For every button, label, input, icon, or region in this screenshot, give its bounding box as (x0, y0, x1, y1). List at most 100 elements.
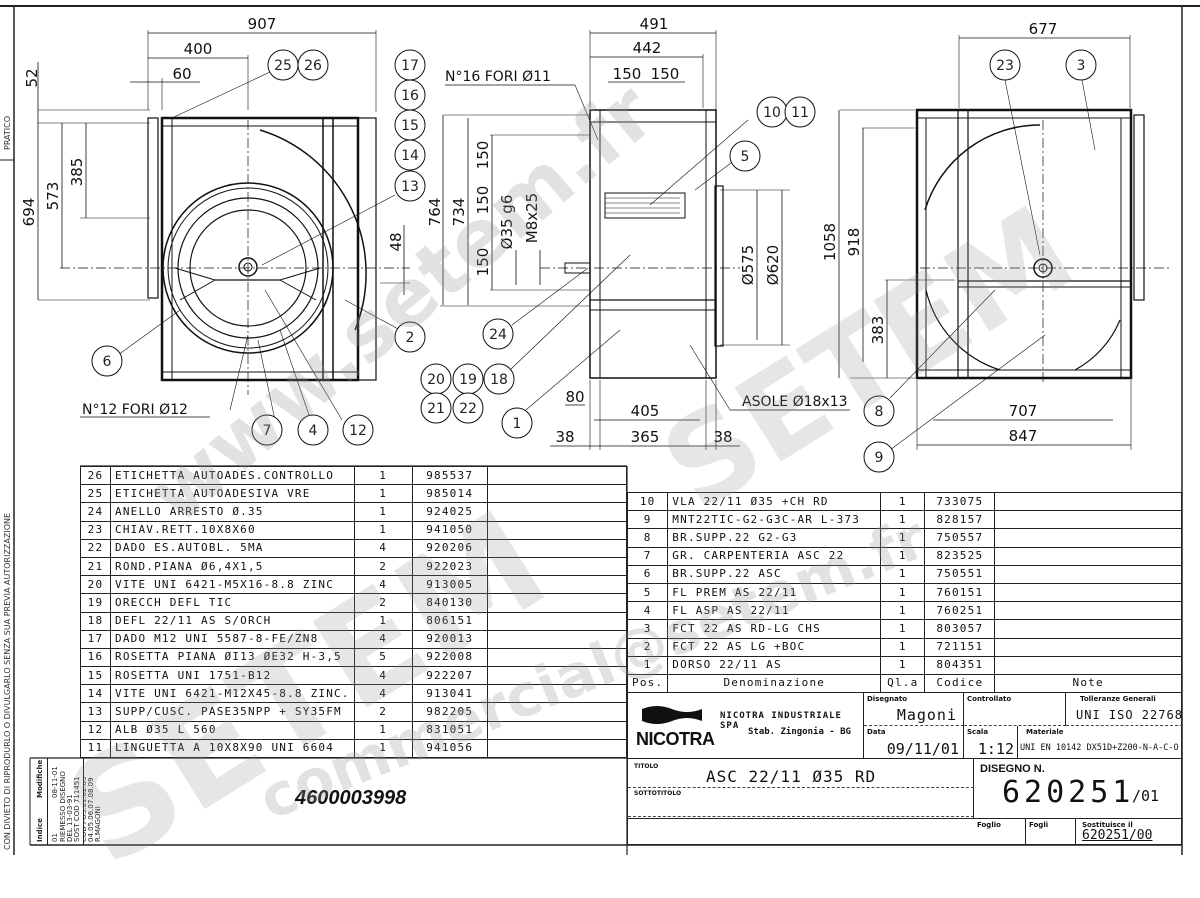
bom-name: ROSETTA UNI 1751-B12 (110, 666, 355, 686)
bom-qty: 2 (353, 702, 413, 722)
bom-code: 920013 (411, 629, 488, 649)
bom-pos: 6 (626, 564, 669, 584)
checked-cell: Controllato (964, 693, 1066, 726)
svg-text:4: 4 (309, 423, 318, 439)
bom-note (994, 637, 1182, 657)
bom-code: 721151 (924, 637, 996, 657)
bom-note (994, 510, 1182, 530)
material-cell: Materiale UNI EN 10142 DX51D+Z200-N-A-C-… (1018, 726, 1183, 759)
svg-text:60: 60 (172, 65, 191, 83)
svg-text:23: 23 (996, 58, 1014, 74)
bom-pos: 19 (80, 593, 111, 613)
svg-text:19: 19 (459, 372, 477, 388)
bom-note (994, 582, 1182, 603)
svg-text:CON DIVIETO DI RIPRODURLO O DI: CON DIVIETO DI RIPRODURLO O DIVULGARLO S… (3, 513, 12, 850)
bom-code: 922207 (411, 666, 488, 686)
svg-text:383: 383 (869, 316, 887, 345)
bom-name: SUPP/CUSC. PASE35NPP + SY35FM (110, 702, 355, 722)
bom-name: DADO ES.AUTOBL. 5MA (110, 538, 355, 558)
bom-name: VITE UNI 6421-M12X45-8.8 ZINC. (110, 684, 355, 704)
bom-pos: 5 (626, 582, 669, 603)
bom-code: 922023 (411, 556, 488, 577)
svg-text:150: 150 (474, 141, 492, 170)
bom-code: 922008 (411, 647, 488, 668)
bom-name: FCT 22 AS RD-LG CHS (667, 619, 882, 639)
logo-area: NICOTRA NICOTRA INDUSTRIALE SPA Stab. Zi… (628, 693, 864, 759)
svg-text:48: 48 (387, 232, 405, 251)
svg-text:R.MAGONI: R.MAGONI (94, 806, 102, 842)
drawn-by-value: Magoni (896, 706, 957, 724)
nicotra-logo-text: NICOTRA (636, 729, 715, 749)
bom-qty: 1 (353, 611, 413, 631)
bom-qty: 1 (353, 520, 413, 540)
svg-text:707: 707 (1009, 402, 1038, 420)
svg-text:10: 10 (763, 105, 781, 121)
bom-qty: 1 (880, 491, 926, 512)
bom-qty: 1 (880, 655, 926, 675)
svg-text:08-11-01: 08-11-01 (51, 766, 59, 798)
order-number: 4600003998 (295, 787, 407, 809)
scale-cell: Scala 1:12 (964, 726, 1018, 759)
svg-text:18: 18 (490, 372, 508, 388)
svg-text:15: 15 (401, 118, 419, 134)
svg-text:150: 150 (613, 65, 642, 83)
sheet-cell: Foglio (974, 819, 1026, 844)
bom-blank (486, 484, 628, 504)
bom-qty: 1 (353, 738, 413, 759)
bom-blank (486, 666, 628, 686)
svg-text:24: 24 (489, 327, 507, 343)
bom-name: ROSETTA PIANA ØI13 ØE32 H-3,5 (110, 647, 355, 668)
side-view (440, 30, 850, 450)
svg-text:8: 8 (875, 404, 884, 420)
svg-text:DEL 13-03-91: DEL 13-03-91 (66, 794, 74, 842)
svg-text:Ø620: Ø620 (764, 245, 782, 285)
dim-907: 907 (248, 15, 277, 33)
bom-pos: 14 (80, 684, 111, 704)
title-value: ASC 22/11 Ø35 RD (706, 767, 877, 786)
bom-pos: 26 (80, 465, 111, 486)
bom-pos: 3 (626, 619, 669, 639)
bom-code: 823525 (924, 546, 996, 566)
material-value: UNI EN 10142 DX51D+Z200-N-A-C-O (1020, 743, 1179, 753)
bom-name: GR. CARPENTERIA ASC 22 (667, 546, 882, 566)
bom-pos: 23 (80, 520, 111, 540)
revision-block: Indice Modifiche 01 08-11-01 RIEMESSO DI… (30, 758, 84, 845)
bom-code: 760251 (924, 601, 996, 621)
bom-blank (486, 502, 628, 522)
svg-text:3: 3 (1077, 58, 1086, 74)
svg-text:N°12 FORI Ø12: N°12 FORI Ø12 (82, 402, 188, 418)
bom-blank (486, 575, 628, 595)
bom-name: DADO M12 UNI 5587-8-FE/ZN8 (110, 629, 355, 649)
svg-text:21: 21 (427, 401, 445, 417)
rear-view (838, 35, 1170, 451)
bom-name: ETICHETTA AUTOADES.CONTROLLO (110, 465, 355, 486)
bom-note (994, 619, 1182, 639)
svg-text:9: 9 (875, 450, 884, 466)
svg-text:442: 442 (633, 39, 662, 57)
svg-text:573: 573 (44, 182, 62, 211)
bom-pos: 1 (626, 655, 669, 675)
bom-code: 982205 (411, 702, 488, 722)
bom-qty: 1 (880, 528, 926, 548)
bom-qty: 2 (353, 556, 413, 577)
svg-text:694: 694 (20, 198, 38, 227)
bom-qty: 4 (353, 666, 413, 686)
drawn-by-cell: Disegnato Magoni (864, 693, 964, 726)
bom-code: 924025 (411, 502, 488, 522)
bom-pos: 21 (80, 556, 111, 577)
bom-note (994, 528, 1182, 548)
